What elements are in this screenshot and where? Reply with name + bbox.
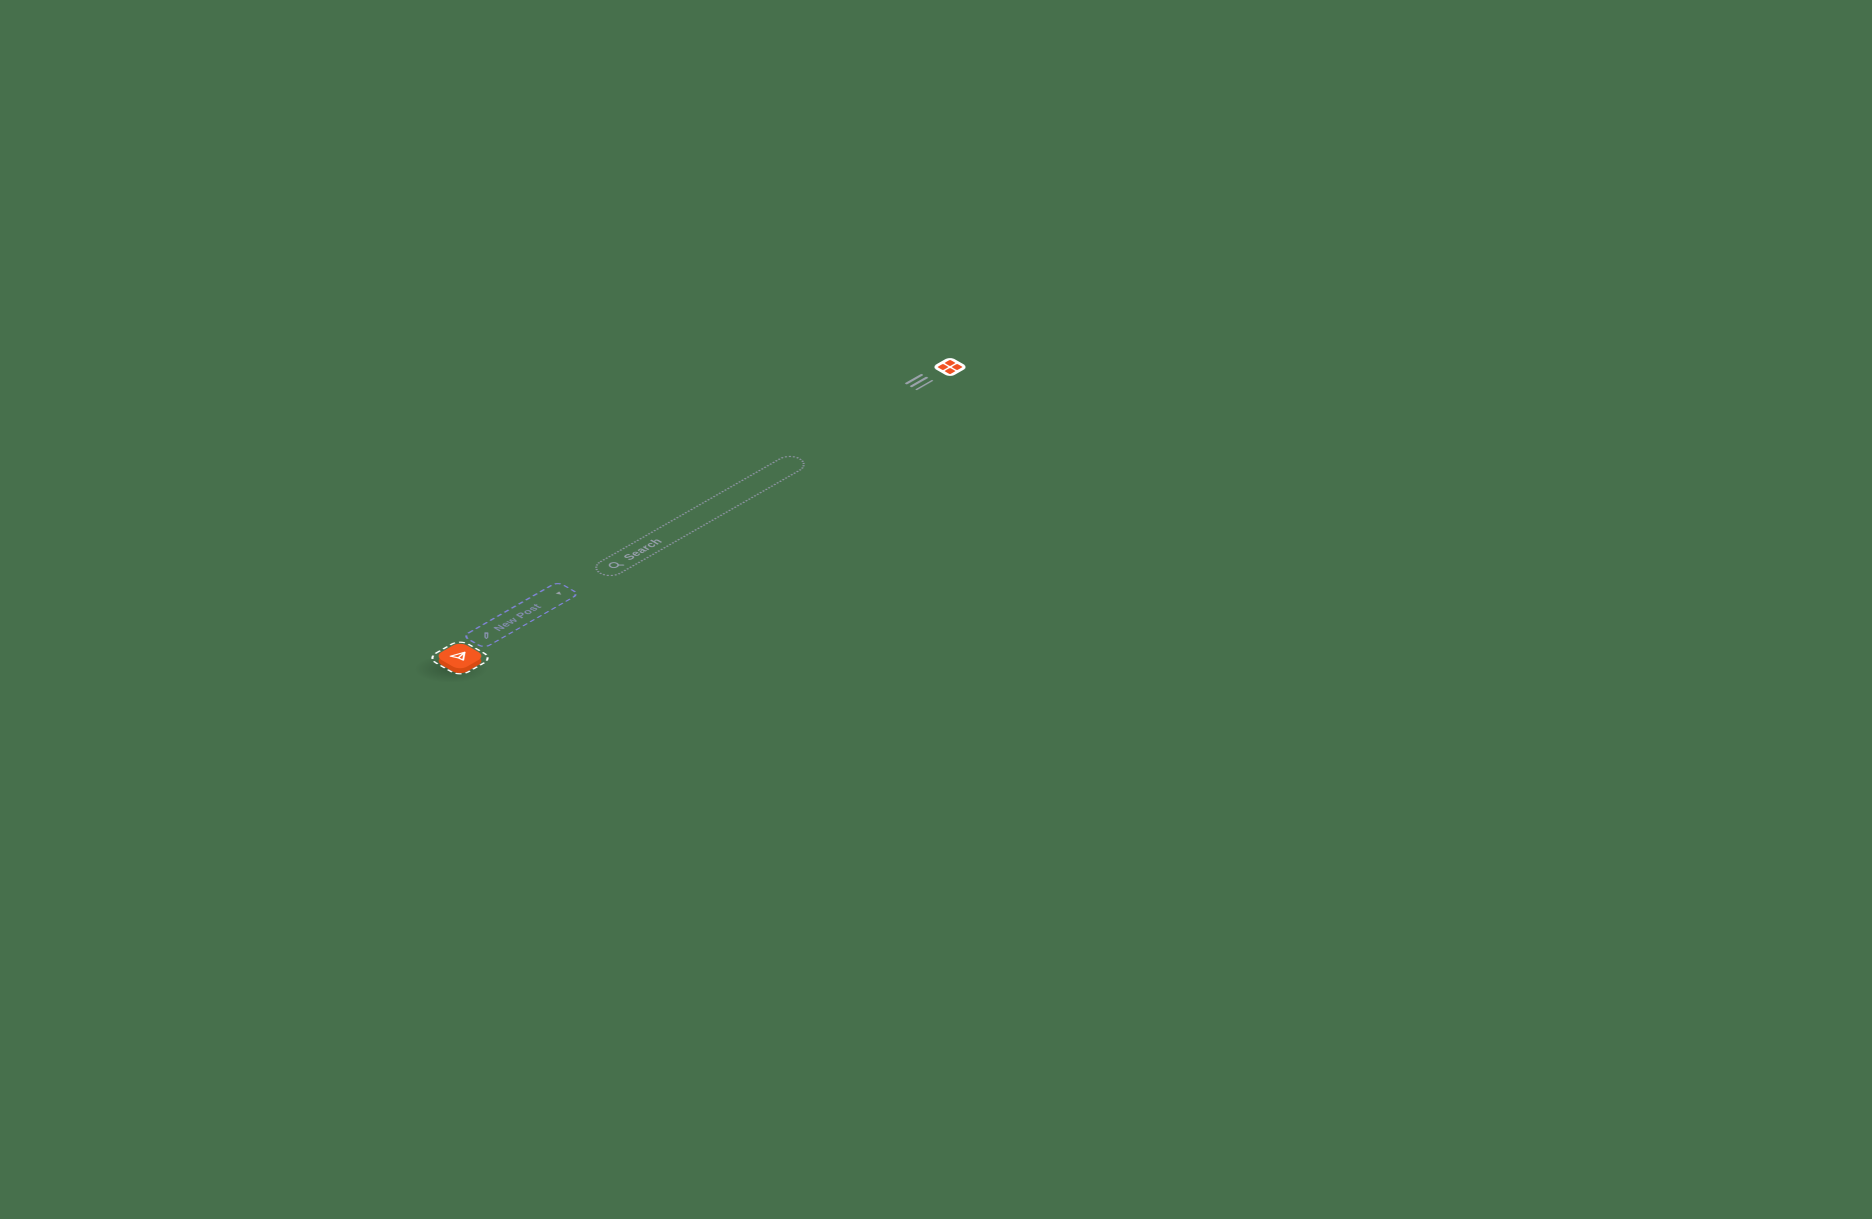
pen-icon [484,632,488,639]
hamburger-menu-icon[interactable] [904,373,934,391]
chevron-down-icon: ▾ [553,590,564,597]
search-placeholder: Search [620,536,665,562]
new-post-label: New Post [490,601,544,633]
search-icon [608,561,624,568]
fab-send-button[interactable] [434,641,486,671]
send-plane-icon [449,651,466,661]
search-input[interactable]: Search [588,452,812,580]
new-post-button[interactable]: New Post ▾ [461,580,581,650]
app-logo-icon[interactable] [931,356,969,378]
